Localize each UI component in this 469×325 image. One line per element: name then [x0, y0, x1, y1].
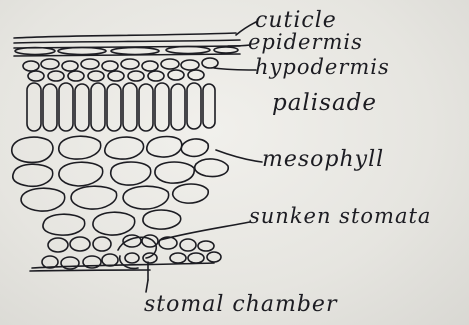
- sunken-stoma: [118, 235, 158, 268]
- hypodermis-layer: [23, 58, 218, 81]
- palisade-layer: [27, 83, 215, 131]
- label-cuticle: cuticle: [255, 10, 337, 32]
- cuticle-layer: [14, 33, 240, 43]
- label-sunken-stomata: sunken stomata: [249, 206, 431, 227]
- label-stomal-chamber: stomal chamber: [144, 294, 337, 316]
- label-palisade: palisade: [272, 92, 377, 115]
- label-epidermis: epidermis: [248, 32, 363, 53]
- label-hypodermis: hypodermis: [255, 57, 390, 78]
- mesophyll-layer: [12, 136, 228, 235]
- label-mesophyll: mesophyll: [262, 149, 384, 171]
- epidermis-layer: [14, 46, 240, 56]
